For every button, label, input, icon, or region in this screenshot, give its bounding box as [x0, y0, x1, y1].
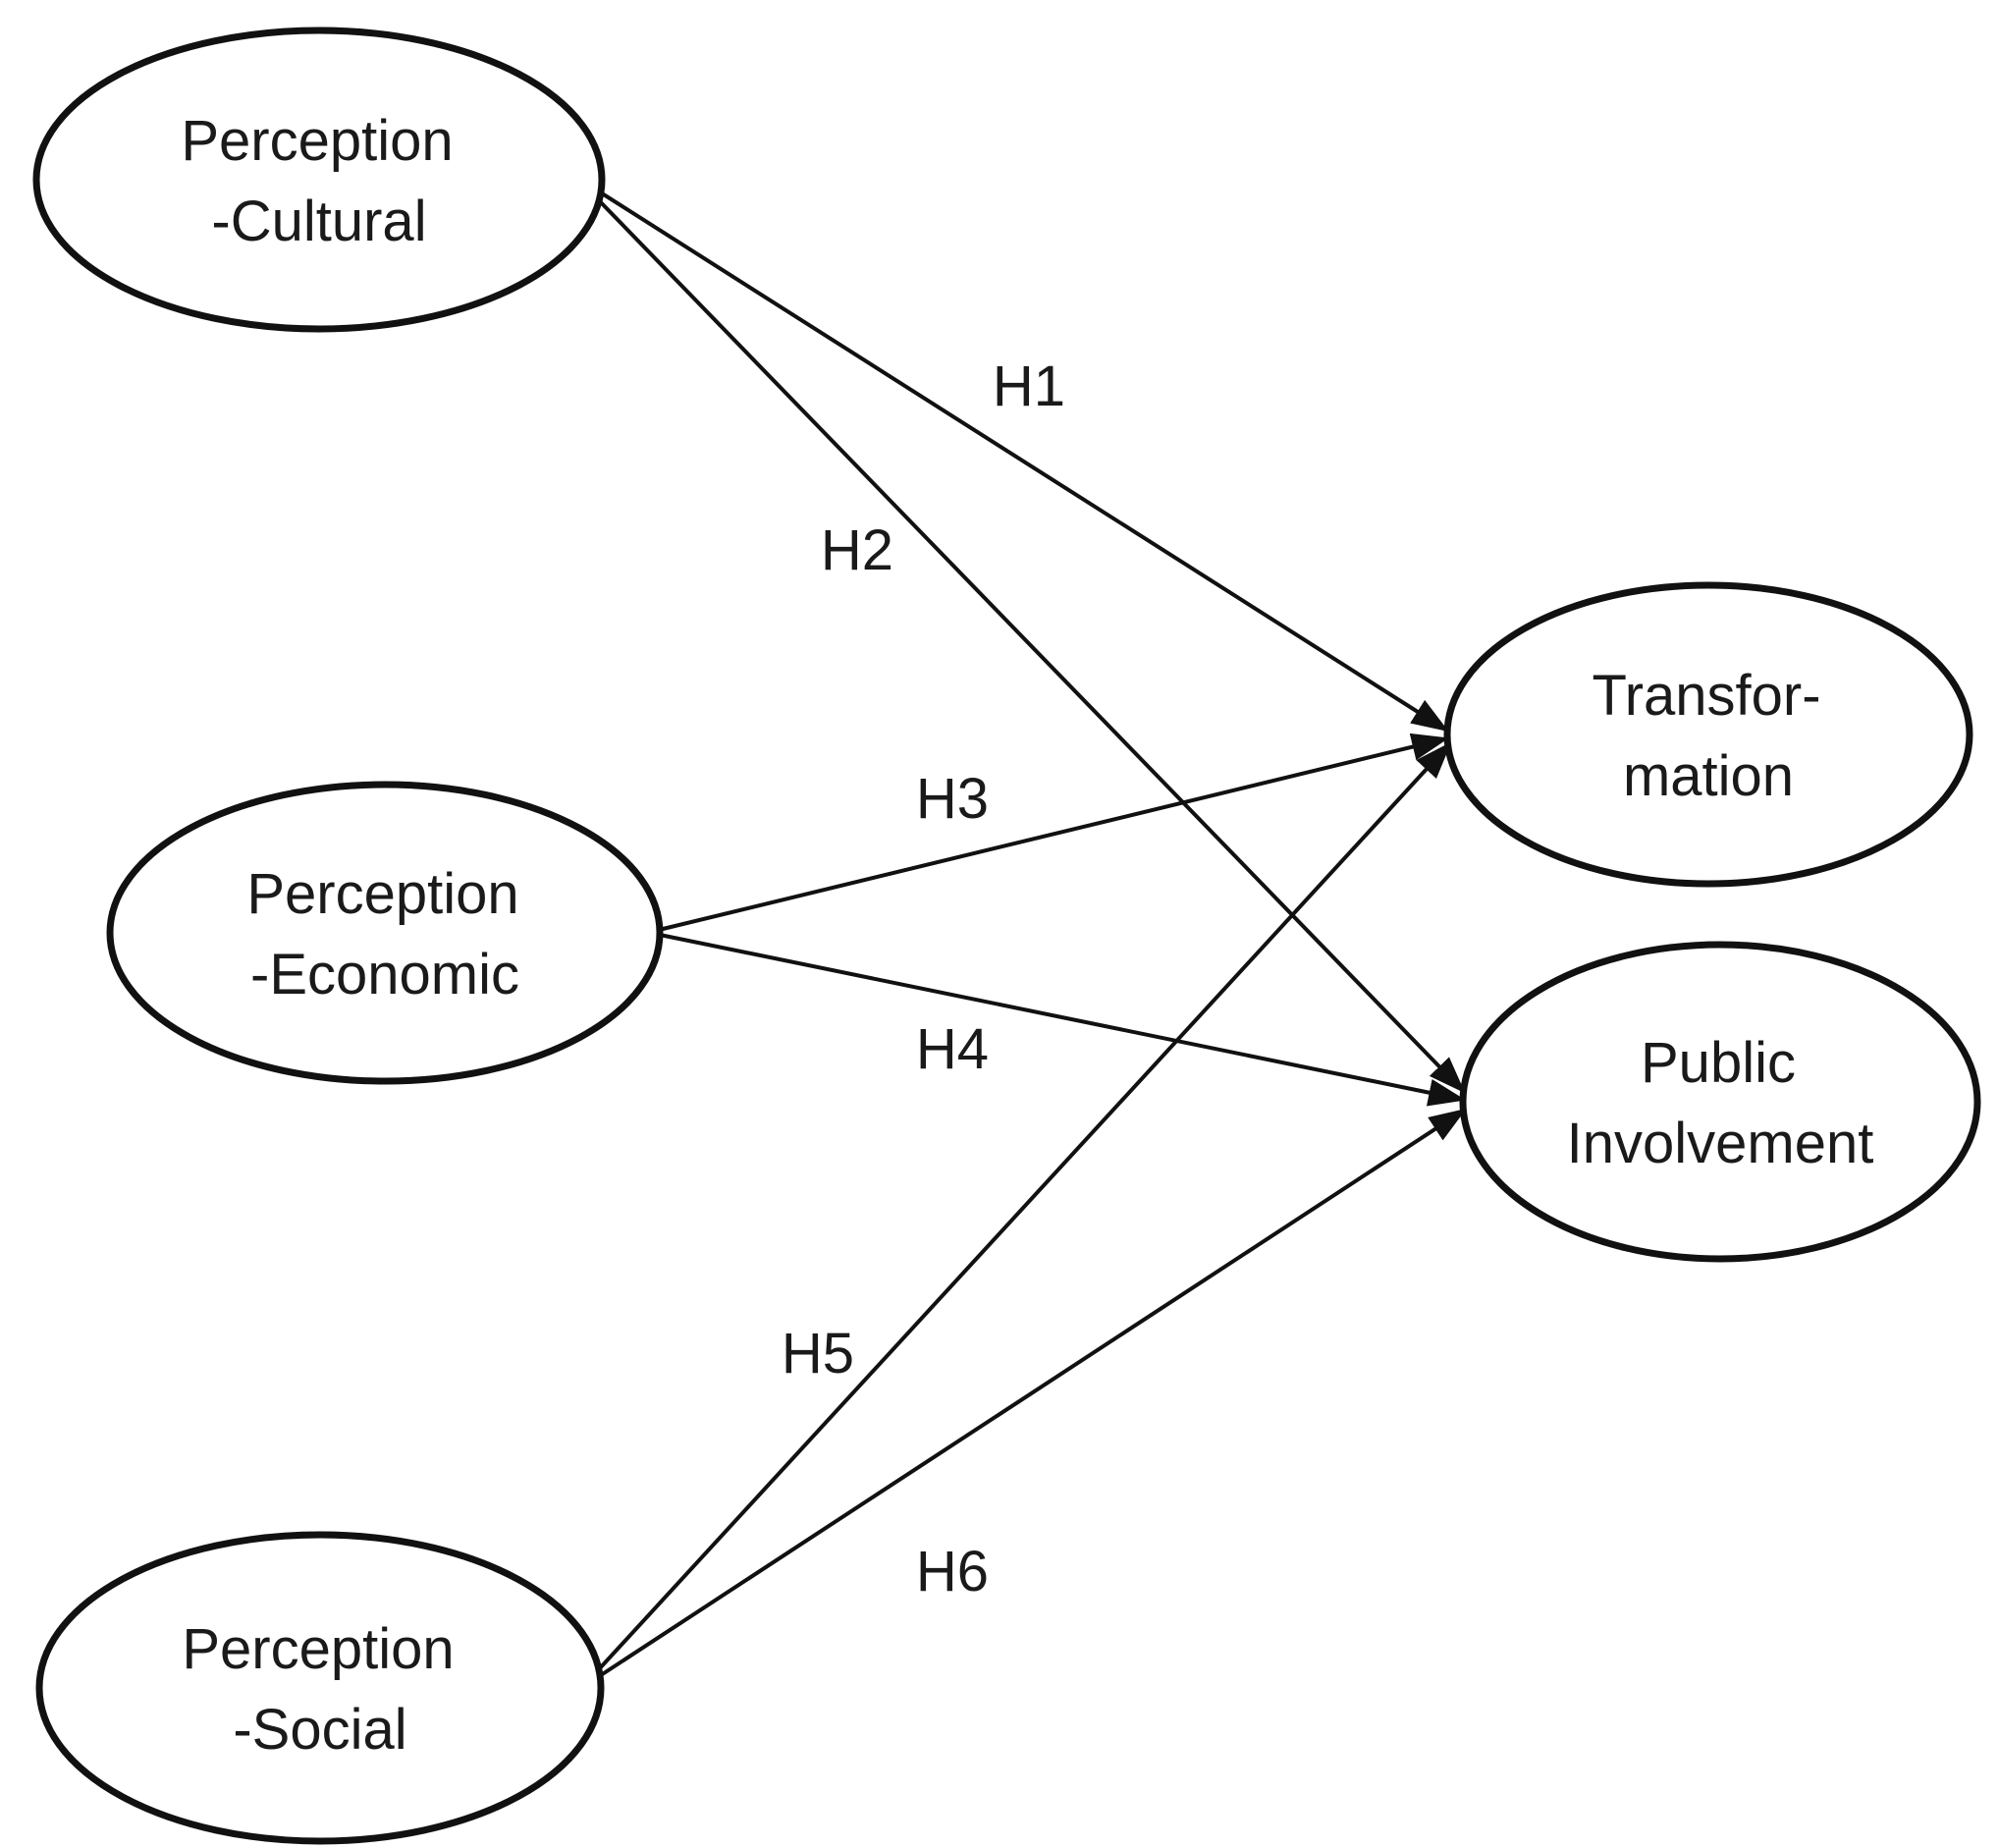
label-perception-economic: Perception -Economic [246, 862, 522, 1006]
edge-label-h5: H5 [782, 1322, 854, 1386]
ellipse-transformation [1443, 581, 1973, 888]
node-public-involvement: Public Involvement [1459, 941, 1981, 1263]
label-perception-cultural: Perception -Cultural [181, 109, 457, 253]
arrow-h2 [593, 194, 1466, 1094]
label-perception-social: Perception -Social [182, 1617, 458, 1762]
node-perception-economic: Perception -Economic [106, 781, 664, 1085]
ellipse-perception-social [35, 1531, 605, 1845]
arrow-h6 [599, 1108, 1467, 1677]
node-perception-social: Perception -Social [35, 1531, 605, 1845]
arrow-h3 [658, 733, 1449, 932]
label-line-1: Perception [182, 1617, 454, 1681]
label-transformation: Transfor- mation [1592, 664, 1824, 808]
edge-label-h2: H2 [821, 518, 893, 582]
ellipse-perception-cultural [32, 27, 606, 333]
ellipse-public-involvement [1459, 941, 1981, 1263]
node-perception-cultural: Perception -Cultural [32, 27, 606, 333]
edges-group [593, 190, 1467, 1677]
edge-label-h1: H1 [993, 354, 1065, 418]
edge-label-h4: H4 [916, 1017, 989, 1081]
arrow-h1 [597, 190, 1449, 733]
label-line-1: Public [1641, 1031, 1796, 1095]
label-line-2: mation [1623, 744, 1794, 808]
label-line-1: Perception [181, 109, 453, 173]
label-line-1: Perception [246, 862, 518, 926]
arrow-h4 [659, 933, 1466, 1107]
label-line-2: -Cultural [211, 190, 426, 253]
label-line-2: Involvement [1567, 1112, 1874, 1175]
edge-labels-group: H1 H2 H3 H4 H5 H6 [782, 354, 1065, 1603]
nodes-group: Perception -Cultural Perception -Economi… [32, 27, 1981, 1845]
edge-label-h6: H6 [916, 1540, 989, 1603]
label-public-involvement: Public Involvement [1567, 1031, 1874, 1175]
edge-label-h3: H3 [916, 767, 989, 831]
label-line-1: Transfor- [1592, 664, 1820, 728]
label-line-2: -Social [233, 1698, 406, 1762]
arrow-h5 [597, 741, 1452, 1671]
ellipse-perception-economic [106, 781, 664, 1085]
node-transformation: Transfor- mation [1443, 581, 1973, 888]
label-line-2: -Economic [250, 943, 519, 1006]
